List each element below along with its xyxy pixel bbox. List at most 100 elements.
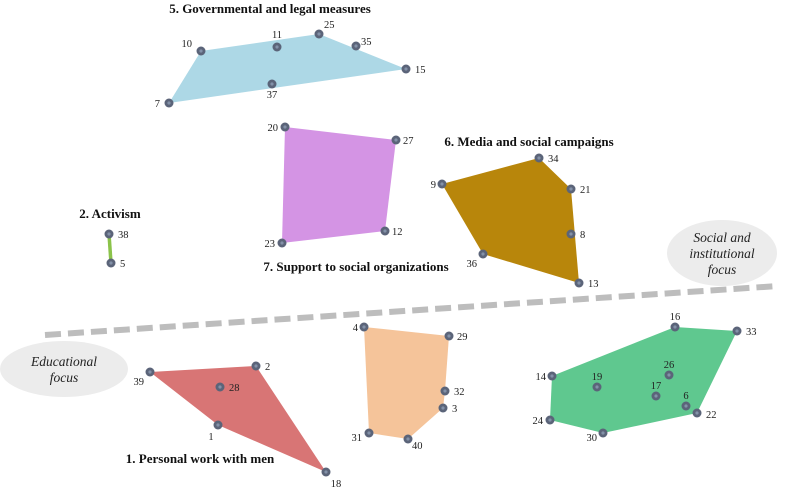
statement-point: 27 — [391, 135, 414, 147]
point-label: 3 — [452, 404, 457, 415]
cluster-c7 — [282, 127, 396, 243]
statement-point: 5 — [106, 258, 125, 270]
point-marker-center — [595, 385, 599, 389]
cluster-title: 7. Support to social organizations — [263, 259, 448, 274]
cluster-c5 — [169, 34, 406, 103]
statement-point: 21 — [566, 184, 591, 196]
point-marker-center — [673, 325, 677, 329]
point-marker-center — [667, 373, 671, 377]
cluster-line — [107, 233, 113, 264]
point-marker-center — [148, 370, 152, 374]
point-label: 28 — [229, 383, 240, 394]
point-marker-center — [447, 334, 451, 338]
point-label: 16 — [670, 312, 681, 323]
point-marker-center — [441, 406, 445, 410]
statement-point: 40 — [403, 434, 423, 452]
statement-point: 11 — [272, 30, 282, 52]
point-label: 10 — [182, 39, 193, 50]
point-label: 27 — [403, 136, 414, 147]
statement-point: 25 — [314, 20, 335, 39]
cluster-polygon — [150, 366, 326, 472]
cluster-title: 2. Activism — [79, 206, 141, 221]
statement-point: 36 — [467, 249, 488, 270]
point-marker-center — [569, 187, 573, 191]
point-marker-center — [601, 431, 605, 435]
region-ellipse — [667, 220, 777, 286]
cluster-titles: 5. Governmental and legal measures 7. Sup… — [79, 1, 613, 466]
focus-regions: Social andinstitutionalfocusEducationalf… — [0, 220, 777, 397]
point-label: 6 — [683, 391, 688, 402]
statement-point: 9 — [431, 179, 447, 191]
statement-point: 8 — [566, 229, 585, 241]
point-marker-center — [199, 49, 203, 53]
point-marker-center — [684, 404, 688, 408]
statement-points: 7101125351537202712239342181336385392281… — [104, 20, 757, 490]
point-label: 14 — [536, 372, 547, 383]
point-label: 17 — [651, 381, 662, 392]
statement-point: 29 — [444, 331, 468, 343]
region-label: focus — [50, 370, 79, 385]
point-marker-center — [550, 374, 554, 378]
divider — [44, 283, 779, 338]
point-marker-center — [404, 67, 408, 71]
cluster-c3 — [364, 327, 449, 439]
statement-point: 16 — [670, 312, 681, 332]
statement-point: 6 — [681, 391, 691, 411]
statement-point: 1 — [208, 420, 223, 443]
point-label: 20 — [268, 123, 279, 134]
point-label: 5 — [120, 259, 125, 270]
point-label: 33 — [746, 327, 757, 338]
point-marker-center — [481, 252, 485, 256]
statement-point: 20 — [268, 122, 290, 134]
cluster-title: 5. Governmental and legal measures — [169, 1, 371, 16]
statement-point: 35 — [351, 37, 372, 51]
cluster-polygon — [364, 327, 449, 439]
statement-point: 38 — [104, 229, 129, 241]
point-label: 8 — [580, 230, 585, 241]
point-marker-center — [216, 423, 220, 427]
point-marker-center — [548, 418, 552, 422]
point-marker-center — [440, 182, 444, 186]
point-marker-center — [280, 241, 284, 245]
statement-point: 12 — [380, 226, 403, 238]
point-label: 2 — [265, 362, 270, 373]
point-marker-center — [107, 232, 111, 236]
statement-point: 19 — [592, 372, 602, 392]
point-label: 37 — [267, 90, 278, 101]
point-marker-center — [537, 156, 541, 160]
statement-point: 22 — [692, 408, 717, 421]
point-label: 1 — [208, 432, 213, 443]
point-label: 7 — [155, 99, 160, 110]
point-marker-center — [275, 45, 279, 49]
statement-point: 39 — [134, 367, 155, 388]
point-label: 30 — [587, 433, 598, 444]
statement-point: 28 — [215, 382, 240, 394]
point-label: 15 — [415, 65, 426, 76]
statement-point: 26 — [664, 360, 675, 380]
cluster-polygons — [107, 34, 737, 472]
cluster-title: 1. Personal work with men — [126, 451, 275, 466]
point-marker-center — [109, 261, 113, 265]
point-label: 13 — [588, 279, 599, 290]
statement-point: 17 — [651, 381, 662, 401]
statement-point: 15 — [401, 64, 426, 76]
statement-point: 24 — [533, 415, 555, 427]
point-label: 22 — [706, 410, 717, 421]
statement-point: 14 — [536, 371, 557, 383]
point-marker-center — [367, 431, 371, 435]
cluster-polygon — [282, 127, 396, 243]
point-label: 26 — [664, 360, 675, 371]
point-marker-center — [394, 138, 398, 142]
statement-point: 34 — [534, 153, 559, 165]
point-marker-center — [317, 32, 321, 36]
statement-point: 10 — [182, 39, 206, 56]
point-label: 9 — [431, 180, 436, 191]
cluster-points-c5: 7 10 11 25 35 15 37 — [155, 20, 426, 110]
point-label: 39 — [134, 377, 145, 388]
point-label: 40 — [412, 441, 423, 452]
cluster-c6 — [442, 158, 579, 283]
